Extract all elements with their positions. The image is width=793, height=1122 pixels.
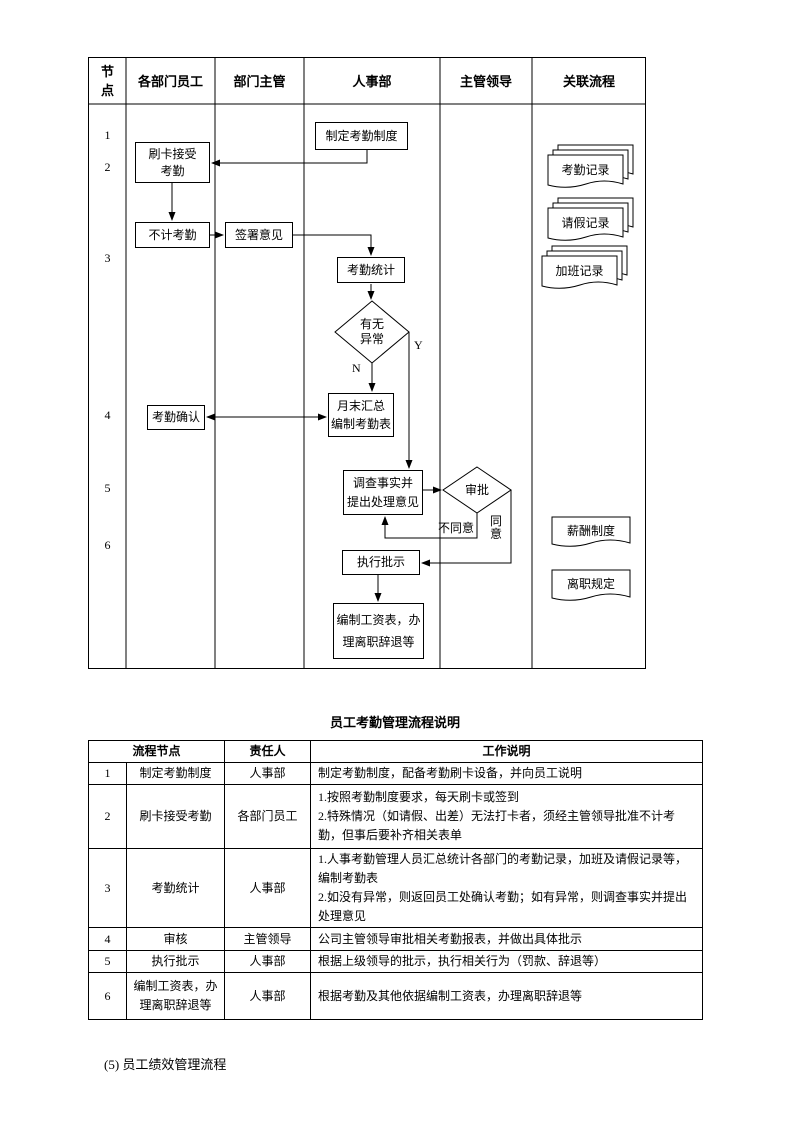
row-no: 1: [88, 762, 127, 785]
node-create-policy: 制定考勤制度: [315, 122, 408, 150]
table-row: 5 执行批示 人事部 根据上级领导的批示，执行相关行为（罚款、辞退等）: [88, 950, 704, 973]
table-row: 1 制定考勤制度 人事部 制定考勤制度，配备考勤刷卡设备，并向员工说明: [88, 762, 704, 785]
row-owner: 人事部: [224, 950, 312, 973]
row-owner: 主管领导: [224, 927, 312, 951]
document-resign-policy-shape: [551, 569, 631, 601]
table-row: 2 刷卡接受考勤 各部门员工 1.按照考勤制度要求，每天刷卡或签到 2.特殊情况…: [88, 784, 704, 849]
row-description: 制定考勤制度，配备考勤刷卡设备，并向员工说明: [310, 762, 704, 785]
row-description: 公司主管领导审批相关考勤报表，并做出具体批示: [310, 927, 704, 951]
row-node: 执行批示: [125, 950, 226, 973]
table-title: 员工考勤管理流程说明: [329, 715, 460, 730]
lane-header-related: 关联流程: [562, 73, 615, 89]
row-node: 刷卡接受考勤: [125, 784, 226, 849]
document-attendance-record-label: 考勤记录: [561, 162, 610, 177]
node-attendance-stats: 考勤统计: [337, 257, 405, 283]
col-header-process-node: 流程节点: [87, 740, 226, 763]
edge-label-agree: 同 意: [489, 514, 502, 541]
node-sign-opinion: 签署意见: [225, 222, 293, 248]
edge-label-no: N: [352, 361, 361, 375]
col-header-owner: 责任人: [224, 740, 312, 763]
node-swipe-attendance: 刷卡接受 考勤: [135, 142, 210, 183]
col-header-description: 工作说明: [310, 740, 704, 763]
lane-header-hr: 人事部: [352, 73, 392, 89]
document-stack-attendance-record: [547, 144, 634, 188]
lane-header-leader: 主管领导: [459, 73, 512, 89]
section-heading-performance-process: (5) 员工绩效管理流程: [104, 1057, 227, 1072]
lane-header-employees: 各部门员工: [137, 73, 203, 89]
row-owner: 人事部: [224, 972, 312, 1020]
node-no-attendance: 不计考勤: [135, 222, 210, 248]
swimlane-flowchart: 节 点 各部门员工 部门主管 人事部 主管领导 关联流程 1 2 3 4 5 6…: [88, 57, 646, 669]
document-overtime-record-label: 加班记录: [555, 263, 604, 278]
decision-any-abnormal-shape: [334, 300, 410, 364]
node-number-5: 5: [104, 481, 111, 495]
document-salary-policy-shape: [551, 516, 631, 547]
lane-header-node: 节 点: [100, 64, 114, 98]
row-no: 5: [88, 950, 127, 973]
edge-label-disagree: 不同意: [437, 521, 474, 535]
edge-label-yes: Y: [414, 338, 423, 352]
row-description: 1.按照考勤制度要求，每天刷卡或签到 2.特殊情况（如请假、出差）无法打卡者，须…: [310, 784, 704, 849]
row-owner: 各部门员工: [224, 784, 312, 849]
table-header-row: 流程节点 责任人 工作说明: [87, 740, 704, 763]
row-description: 1.人事考勤管理人员汇总统计各部门的考勤记录，加班及请假记录等，编制考勤表 2.…: [310, 848, 704, 928]
decision-approve-label: 审批: [464, 482, 489, 497]
node-number-6: 6: [104, 538, 111, 552]
decision-approve-shape: [442, 466, 512, 514]
row-description: 根据上级领导的批示，执行相关行为（罚款、辞退等）: [310, 950, 704, 973]
row-node: 编制工资表，办理离职辞退等: [125, 972, 226, 1020]
table-row: 4 审核 主管领导 公司主管领导审批相关考勤报表，并做出具体批示: [88, 927, 704, 951]
document-stack-overtime-record: [541, 245, 628, 289]
row-no: 3: [88, 848, 127, 928]
flowchart-canvas: [89, 58, 646, 669]
row-node: 制定考勤制度: [125, 762, 226, 785]
row-owner: 人事部: [224, 848, 312, 928]
node-number-2: 2: [104, 160, 111, 174]
document-leave-record-label: 请假记录: [561, 215, 610, 230]
row-no: 2: [88, 784, 127, 849]
node-investigate: 调查事实并 提出处理意见: [343, 470, 423, 515]
node-number-3: 3: [104, 251, 111, 265]
lane-header-dept-manager: 部门主管: [233, 73, 286, 89]
node-attendance-confirm: 考勤确认: [147, 405, 205, 430]
document-salary-policy-label: 薪酬制度: [566, 523, 615, 538]
row-description: 根据考勤及其他依据编制工资表，办理离职辞退等: [310, 972, 704, 1020]
node-payroll: 编制工资表，办 理离职辞退等: [333, 603, 424, 659]
row-no: 6: [88, 972, 127, 1020]
row-owner: 人事部: [224, 762, 312, 785]
flow-arrows: [168, 150, 512, 602]
node-number-4: 4: [104, 408, 111, 422]
row-no: 4: [88, 927, 127, 951]
table-row: 3 考勤统计 人事部 1.人事考勤管理人员汇总统计各部门的考勤记录，加班及请假记…: [88, 848, 704, 928]
lane-divider-lines: [89, 58, 646, 669]
document-resign-policy-label: 离职规定: [566, 576, 615, 591]
document-stack-leave-record: [547, 197, 634, 241]
node-monthly-summary: 月末汇总 编制考勤表: [328, 393, 394, 437]
decision-any-abnormal-label: 有无 异常: [359, 317, 384, 346]
node-execute-instruction: 执行批示: [342, 550, 420, 575]
row-node: 考勤统计: [125, 848, 226, 928]
table-row: 6 编制工资表，办理离职辞退等 人事部 根据考勤及其他依据编制工资表，办理离职辞…: [88, 972, 704, 1020]
node-number-1: 1: [104, 128, 111, 142]
row-node: 审核: [125, 927, 226, 951]
process-description-table: 流程节点 责任人 工作说明 1 制定考勤制度 人事部 制定考勤制度，配备考勤刷卡…: [87, 740, 704, 1020]
